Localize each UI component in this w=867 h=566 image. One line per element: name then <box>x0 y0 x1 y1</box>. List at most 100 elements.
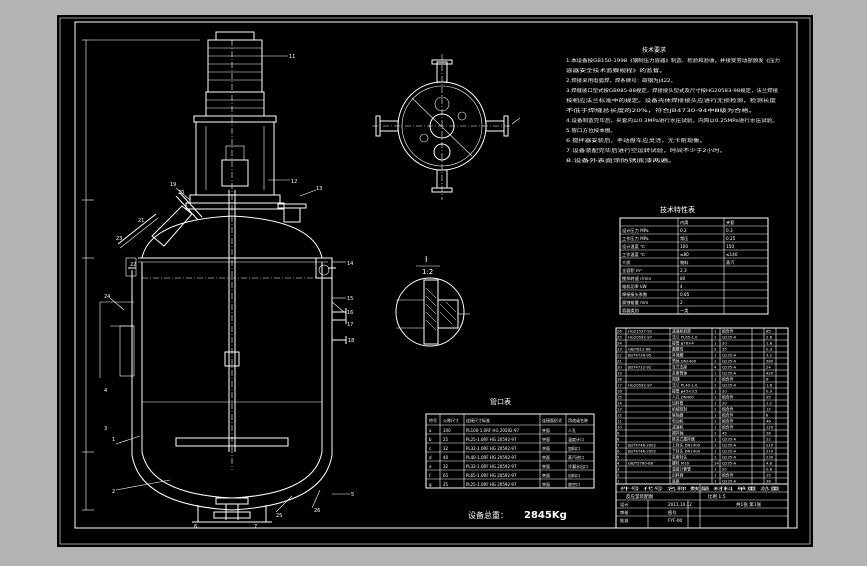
bom-cell: 210 <box>766 449 774 454</box>
leader-number: 17 <box>347 322 353 328</box>
top-plan-view <box>372 54 521 200</box>
bom-cell: 1 <box>714 479 717 484</box>
bom-cell: 1 <box>714 389 717 394</box>
nozzle-cell: f <box>429 473 431 478</box>
title-block-cell: 2011.10.12 <box>668 502 692 507</box>
bom-cell: JB/T4746-2002 <box>627 449 657 454</box>
tech-char-cell: 焊接接头系数 <box>622 291 648 298</box>
nozzle-cell: PL100-1.0RF HG 20592-97 <box>466 428 520 433</box>
bom-cell: 组合件 <box>722 473 734 478</box>
bom-cell: HG20592-97 <box>628 335 653 340</box>
tech-char-cell: 腐蚀裕量 mm <box>622 299 648 306</box>
bom-cell: 接管 φ45×3.5 <box>672 389 698 394</box>
tech-char-cell: 0.25 <box>726 236 736 241</box>
bom-cell: 1 <box>714 341 717 346</box>
tech-char-cell: ≤80 <box>680 252 689 257</box>
bom-cell: 4 <box>617 461 620 466</box>
tech-requirement-line: 按相应法兰标准中的规定。设备壳体焊接接头应进行无损检测，检测长度 <box>566 97 777 104</box>
bom-cell: GB/T812-88 <box>628 347 651 352</box>
bom-cell: 8 <box>766 413 769 418</box>
technical-requirements: 技术要求 1.本设备按GB150-1998《钢制压力容器》制造、检验和验收，并接… <box>566 46 780 164</box>
bom-cell: JB/T4712-92 <box>627 365 652 370</box>
nozzle-header: 公称尺寸 <box>443 417 459 423</box>
lug-support-right <box>315 257 333 279</box>
bom-cell: 6 <box>766 377 769 382</box>
nozzle-header: 符号 <box>429 417 437 423</box>
lug-support-left <box>125 257 137 277</box>
bom-cell: 95 <box>766 395 771 400</box>
tech-requirement-line: 1.本设备按GB150-1998《钢制压力容器》制造、检验和验收，并接受劳动部颁… <box>566 57 780 64</box>
tech-char-cell: 100 <box>680 244 688 249</box>
leader-number: 14 <box>347 261 353 267</box>
leader-number: 15 <box>347 296 353 302</box>
bom-cell: 组合件 <box>722 413 734 418</box>
bom-cell: 13 <box>617 407 622 412</box>
bom-cell: HG21537-92 <box>628 329 653 334</box>
tech-requirement-line: 4.设备制造完毕后，夹套内以0.3MPa进行水压试验，内筒以0.25MPa进行水… <box>566 117 778 124</box>
bom-cell: 1 <box>714 449 717 454</box>
bom-cell: 接管 φ76×4 <box>672 341 694 346</box>
nozzle-cell: e <box>429 464 432 469</box>
leader-number: 19 <box>170 182 176 188</box>
bom-cell: 14 <box>617 401 622 406</box>
bom-cell: 组合件 <box>722 407 734 412</box>
bom-cell: 26 <box>617 329 622 334</box>
nozzle-cell: PL40-1.0RF HG 20592-97 <box>466 455 517 460</box>
drawing-sheet-count: 共1张 第1张 <box>736 501 762 508</box>
leader-number: 22 <box>130 262 136 268</box>
bom-cell: 0.8 <box>766 467 773 472</box>
bom-cell: 38 <box>766 431 771 436</box>
tech-char-cell: 一类 <box>680 307 689 314</box>
bom-cell: 组合件 <box>722 419 734 424</box>
bom-cell: 推进式搅拌器 <box>672 437 695 442</box>
leader-number: 20 <box>178 190 184 196</box>
bom-cell: 视镜 <box>672 377 680 382</box>
nozzle-cell: 突面 <box>542 481 550 487</box>
tech-char-cell: 介质 <box>622 259 630 266</box>
bom-cell: 下封头 DN1400 <box>672 449 701 454</box>
weight-value: 2845Kg <box>524 510 567 521</box>
bom-cell: 21 <box>617 359 622 364</box>
nozzle-cell: PL32-1.0RF HG 20592-97 <box>466 464 517 469</box>
bom-header: 件号 代号 名称 数量 材料 单重 总重 <box>620 485 780 491</box>
bom-cell: 补强圈 <box>672 353 684 358</box>
bom-cell: Q235-A <box>722 383 737 388</box>
tech-char-cell: 0.85 <box>680 292 690 297</box>
nozzle-table-title: 管口表 <box>490 397 511 406</box>
nozzle-cell: 100 <box>443 428 451 433</box>
bom-cell: 1.2 <box>766 401 773 406</box>
bom-cell: 22 <box>766 437 771 442</box>
bom-cell: 22 <box>617 353 622 358</box>
drawing-scale: 比例 1:5 <box>708 493 726 500</box>
tech-char-cell: 80 <box>680 276 686 281</box>
bom-cell: 20 <box>722 389 727 394</box>
tech-char-cell: ≤140 <box>726 252 738 257</box>
leader-number: 21 <box>138 218 144 224</box>
bom-cell: Q235-A <box>722 335 737 340</box>
tech-char-cell: 4 <box>680 284 683 289</box>
tech-char-header: 夹套 <box>726 219 735 226</box>
nozzle-cell: a <box>429 428 432 433</box>
reactor-elevation-view <box>82 31 350 523</box>
nozzle-cell: 65 <box>443 473 449 478</box>
bom-cell: 温度计套管 <box>672 467 691 472</box>
tech-char-cell: 蒸汽 <box>726 259 735 266</box>
bom-cell: 20 <box>722 467 727 472</box>
nozzle-cell: PL25-1.0RF HG 20592-97 <box>466 437 517 442</box>
nozzle-cell: 突面 <box>542 436 550 442</box>
bom-cell: 5 <box>617 455 620 460</box>
bom-cell: 1 <box>714 353 717 358</box>
bom-cell: 1 <box>714 329 717 334</box>
detail-circle <box>395 277 465 347</box>
bom-cell: 15 <box>766 473 771 478</box>
bom-cell: 230 <box>766 455 774 460</box>
tech-char-cell: 0.3 <box>726 228 733 233</box>
tech-requirement-line: 2.焊接采用电弧焊，焊条牌号：碳钢为J422。 <box>566 77 676 84</box>
nozzle-header: 连接尺寸标准 <box>466 417 490 423</box>
bom-cell: 580 <box>766 359 774 364</box>
bom-cell: GB/T5780-86 <box>628 461 654 466</box>
nozzle-cell: 突面 <box>542 454 550 460</box>
bom-cell: 1 <box>714 335 717 340</box>
